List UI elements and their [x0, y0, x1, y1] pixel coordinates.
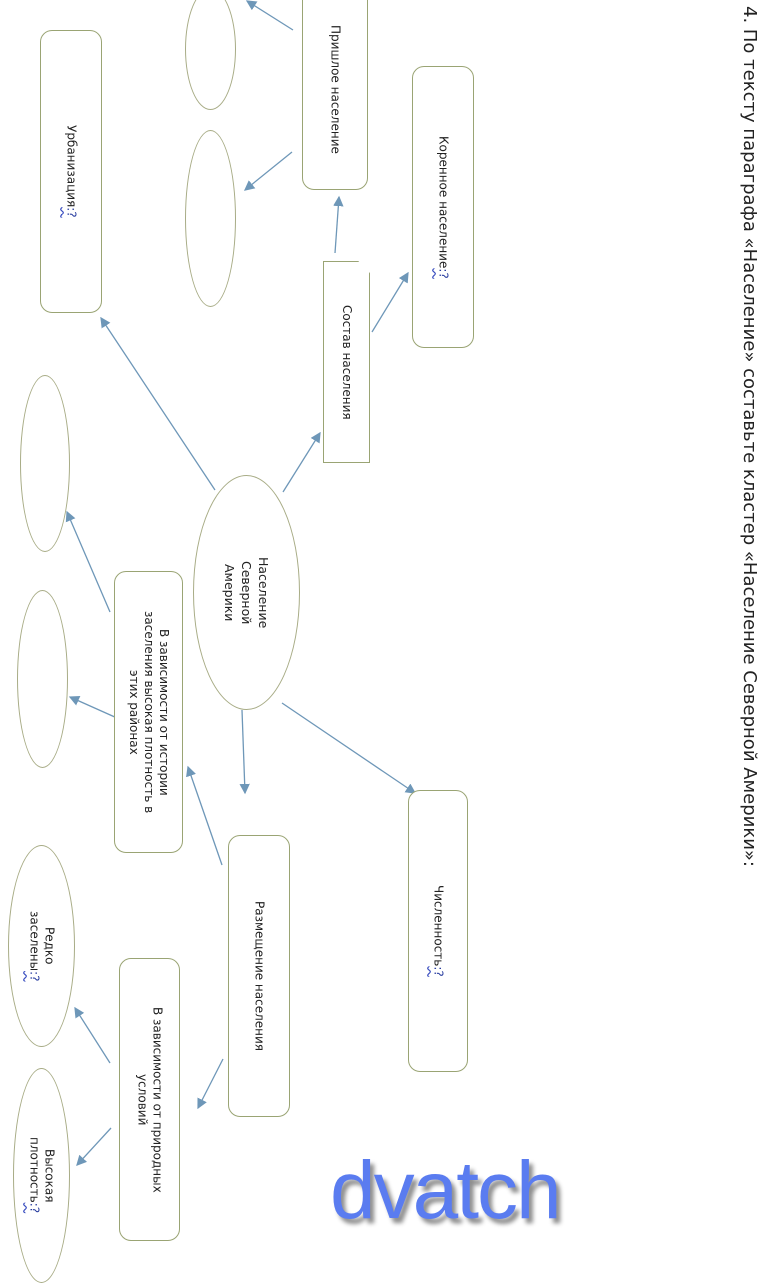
node-redko-line-2: заселены — [27, 910, 42, 971]
arrow-razmeshchenie-istoriya — [186, 765, 223, 866]
arrow-prirodnye-vysokaya — [76, 1127, 112, 1166]
node-vysokaya-line-1: Высокая — [42, 1148, 57, 1203]
arrow-prishloe-oval2 — [243, 151, 293, 191]
answer-placeholder: :? — [64, 207, 79, 218]
node-vysokaya-line-2: плотность — [27, 1137, 42, 1204]
empty-oval-prishloe-1[interactable] — [185, 0, 236, 110]
watermark-logo: dvatch — [330, 1145, 562, 1236]
arrow-razmeshchenie-prirodnye — [197, 1058, 224, 1110]
arrow-center-chislennost — [281, 702, 417, 794]
task-title: 4. По тексту параграфа «Население» соста… — [739, 6, 760, 867]
node-istoriya-line-3: этих районах — [127, 669, 141, 755]
node-istoriya-line-2: заселения высокая плотность в — [142, 610, 156, 814]
node-urbanizaciya-label: Урбанизация — [64, 125, 79, 208]
node-redko-line-1: Редко — [42, 927, 57, 965]
node-korennoe: Коренное население:? — [412, 66, 474, 348]
center-line-2: Северной — [239, 560, 254, 625]
answer-placeholder: :? — [27, 1203, 42, 1214]
center-line-1: Население — [256, 556, 271, 629]
node-prirodnye-line-2: условий — [135, 1073, 150, 1126]
arrow-center-urbanizaciya — [100, 316, 216, 491]
node-prishloe: Пришлое население — [302, 0, 368, 190]
answer-placeholder: :? — [431, 966, 446, 977]
node-razmeshchenie-label: Размещение населения — [252, 900, 267, 1052]
arrow-prirodnye-redko — [74, 1006, 111, 1064]
arrow-sostav-korennoe — [371, 271, 409, 333]
node-chislennost-label: Численность — [431, 885, 446, 967]
node-chislennost: Численность:? — [408, 790, 468, 1072]
answer-placeholder: :? — [436, 267, 451, 279]
arrow-center-razmeshchenie — [239, 709, 250, 795]
node-istoriya: В зависимости от истории заселения высок… — [114, 571, 183, 853]
node-sostav-label: Состав населения — [340, 304, 354, 420]
node-prirodnye-line-1: В зависимости от природных — [150, 1006, 165, 1193]
center-node: Население Северной Америки — [193, 475, 300, 710]
node-istoriya-line-1: В зависимости от истории — [157, 628, 171, 796]
node-vysokaya: Высокая плотность:? — [13, 1068, 70, 1283]
node-prirodnye: В зависимости от природных условий — [119, 958, 180, 1241]
arrow-istoriya-oval1 — [65, 510, 111, 613]
node-urbanizaciya: Урбанизация:? — [40, 30, 102, 313]
center-line-3: Америки — [222, 563, 237, 622]
answer-placeholder: :? — [27, 970, 42, 982]
empty-oval-istoriya-2[interactable] — [17, 590, 68, 768]
node-korennoe-label: Коренное население — [436, 135, 451, 268]
arrow-istoriya-oval2 — [68, 695, 118, 719]
empty-oval-prishloe-2[interactable] — [185, 130, 236, 307]
node-sostav: Состав населения — [323, 261, 370, 463]
node-redko: Редко заселены:? — [8, 845, 75, 1047]
arrow-sostav-prishloe — [333, 195, 344, 254]
empty-oval-istoriya-1[interactable] — [20, 375, 70, 552]
node-razmeshchenie: Размещение населения — [228, 835, 290, 1117]
arrow-prishloe-oval1 — [245, 0, 294, 31]
node-prishloe-label: Пришлое население — [328, 24, 343, 154]
arrow-center-sostav — [282, 431, 321, 493]
